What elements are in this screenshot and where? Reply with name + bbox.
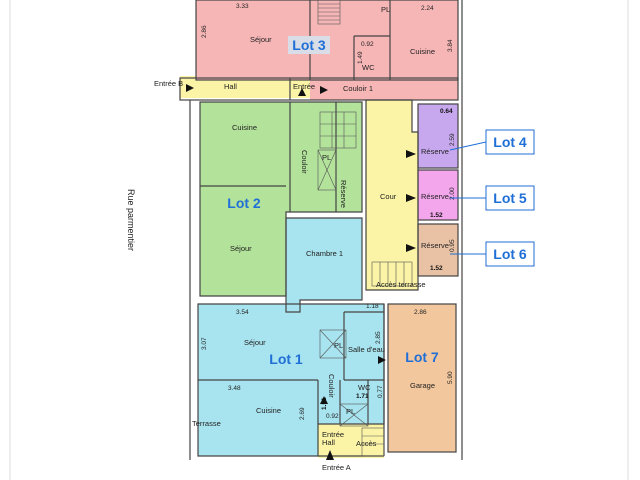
room-reserve-lot4: Réserve (421, 147, 449, 156)
walls (179, 0, 463, 460)
room-cour: Cour (380, 192, 397, 201)
dim-3-07: 3.07 (201, 337, 208, 350)
room-hall-top: Hall (224, 82, 237, 91)
lot6-area (418, 224, 458, 276)
room-entree-top: Entrée (293, 82, 315, 91)
room-sejour-lot3: Séjour (250, 35, 272, 44)
room-entree-a: Entrée A (322, 463, 351, 472)
arrow-reserve-lot5 (406, 194, 416, 202)
room-couloir-lot1: Couloir (327, 374, 336, 398)
dim-2-86-bot: 2.86 (414, 309, 427, 316)
callout-lot4-text: Lot 4 (493, 134, 527, 150)
dim-2-00: 2.00 (449, 187, 456, 200)
entree-hall-line: Hall (322, 438, 335, 447)
lot2-area (200, 102, 362, 296)
dim-0-77: 0.77 (377, 385, 384, 398)
street-name: Rue parmentier (126, 189, 136, 251)
lot3-title-box (288, 36, 330, 54)
pl-shaft-lot1 (319, 329, 347, 359)
room-pl-lot2: PL (322, 153, 331, 162)
entree-hall-line: Entrée (322, 430, 344, 439)
room-reserve-lot5: Réserve (421, 192, 449, 201)
dim-1-52-a: 1.52 (430, 212, 443, 219)
dim-0-92-top: 0.92 (361, 41, 374, 48)
room-cuisine-lot1: Cuisine (256, 406, 281, 415)
lot3-couloir-area (310, 80, 458, 100)
dim-2-86-top: 2.86 (201, 25, 208, 38)
dim-2-59: 2.59 (449, 133, 456, 146)
dim-3-54: 3.54 (236, 309, 249, 316)
dim-1-49: 1.49 (357, 51, 364, 64)
dim-2-24: 2.24 (421, 5, 434, 12)
cour-area (366, 100, 418, 290)
staircase-lot2 (317, 111, 357, 191)
room-cuisine-lot2: Cuisine (232, 123, 257, 132)
room-wc-lot3: WC (362, 63, 375, 72)
arrow-lot1-entry (320, 396, 328, 404)
lot4-area (418, 104, 458, 168)
room-reserve-lot6: Réserve (421, 241, 449, 250)
room-couloir1: Couloir 1 (343, 84, 373, 93)
room-acces: Accès (356, 439, 377, 448)
lot1-title: Lot 1 (269, 351, 303, 367)
room-reserve-lot2: Réserve (339, 180, 348, 208)
staircase-entree-a (339, 403, 385, 457)
room-cuisine-lot3: Cuisine (410, 47, 435, 56)
dim-1-52-b: 1.52 (430, 265, 443, 272)
room-pl-lot1b: PL (346, 407, 355, 416)
dim-0-95: 0.95 (449, 239, 456, 252)
dim-3-84: 3.84 (447, 39, 454, 52)
arrow-entree-b (186, 84, 194, 92)
room-salle-deau: Salle d'eau (348, 345, 385, 354)
callout-lot4: Lot 4 (449, 129, 535, 155)
arrow-reserve-lot4 (406, 150, 416, 158)
dim-2-85: 2.85 (375, 331, 382, 344)
room-entree-b: Entrée B (154, 79, 183, 88)
room-terrasse: Terrasse (192, 419, 221, 428)
room-acces-terrasse: Accès terrasse (376, 280, 426, 289)
callout-lot6-text: Lot 6 (493, 246, 527, 262)
room-wc-lot1: WC (358, 383, 371, 392)
dim-0-92-bot: 0.92 (326, 413, 339, 420)
dim-1-71: 1.71 (356, 393, 369, 400)
arrow-garage (378, 356, 386, 364)
dim-1-51: 1.51 (321, 397, 328, 410)
room-sejour-lot1: Séjour (244, 338, 266, 347)
arrow-entree-a (326, 450, 334, 460)
lot5-area (418, 170, 458, 220)
chambre1-area (286, 218, 362, 312)
dim-3-48: 3.48 (228, 385, 241, 392)
callout-lot6: Lot 6 (450, 241, 535, 267)
dim-0-64: 0.64 (440, 108, 453, 115)
room-garage: Garage (410, 381, 435, 390)
room-chambre1: Chambre 1 (306, 249, 343, 258)
lot7-title: Lot 7 (405, 349, 439, 365)
callout-lot5-text: Lot 5 (493, 190, 527, 206)
staircase-top (317, 0, 341, 25)
room-sejour-lot2: Séjour (230, 244, 252, 253)
room-entree-hall: Entrée Hall (322, 430, 346, 447)
arrow-reserve-lot6 (406, 244, 416, 252)
arrow-couloir1 (320, 86, 328, 94)
room-pl-lot1: PL (334, 341, 343, 350)
lot2-title: Lot 2 (227, 195, 261, 211)
room-pl-lot3: PL (381, 5, 390, 14)
room-couloir-lot2: Couloir (300, 150, 309, 174)
dim-3-33: 3.33 (236, 3, 249, 10)
arrow-entree-top (298, 88, 306, 96)
lot3-title: Lot 3 (292, 37, 326, 53)
dim-5-90: 5.90 (447, 371, 454, 384)
callout-lot5: Lot 5 (450, 185, 535, 211)
entree-a-hall-area (318, 424, 384, 458)
dim-1-18: 1.18 (366, 303, 379, 310)
dim-2-69: 2.69 (299, 407, 306, 420)
staircase-cour (371, 261, 413, 287)
lot7-area (388, 304, 456, 452)
